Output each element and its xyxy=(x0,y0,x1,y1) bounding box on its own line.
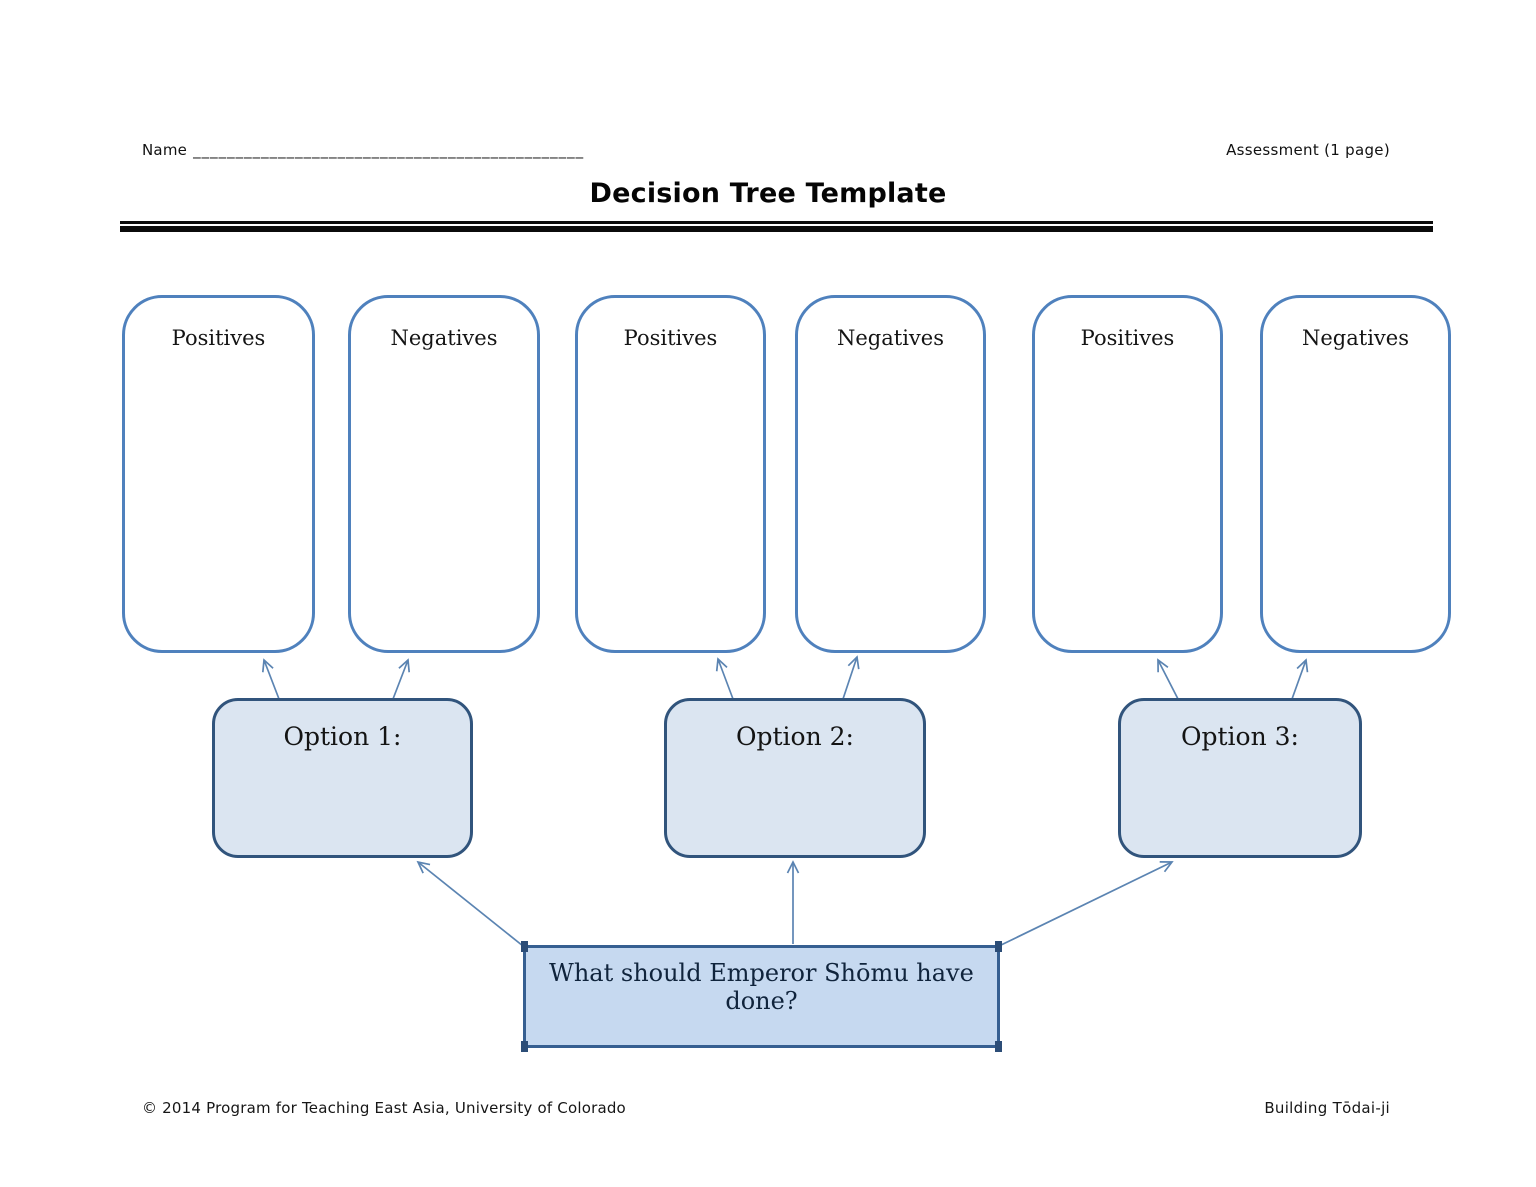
outcome-label: Positives xyxy=(1080,326,1175,350)
outcome-box-option1-positives[interactable]: Positives xyxy=(122,295,315,653)
outcome-label: Negatives xyxy=(837,326,944,350)
question-box[interactable]: What should Emperor Shōmu have done? xyxy=(521,941,1002,1052)
outcome-label: Negatives xyxy=(1302,326,1409,350)
arrow-option1-negatives xyxy=(392,658,411,700)
option-label: Option 3: xyxy=(1181,722,1299,751)
footer-unit-title: Building Tōdai-ji xyxy=(1264,1099,1390,1117)
corner-handle xyxy=(995,1041,1002,1052)
question-label: What should Emperor Shōmu have done? xyxy=(549,959,974,1015)
outcome-label: Negatives xyxy=(390,326,498,350)
title-rule-thick-line xyxy=(120,226,1433,232)
arrow-option3-negatives xyxy=(1291,658,1309,700)
corner-handle xyxy=(521,941,528,952)
page-title: Decision Tree Template xyxy=(589,178,947,209)
option-label: Option 1: xyxy=(283,722,402,751)
name-blank-line[interactable]: ________________________________________… xyxy=(193,141,585,159)
option-label: Option 2: xyxy=(736,722,854,751)
arrow-option1-positives xyxy=(261,658,280,700)
outcome-box-option2-negatives[interactable]: Negatives xyxy=(795,295,986,653)
assessment-note: Assessment (1 page) xyxy=(1226,141,1390,159)
name-field[interactable]: Name ____________________________________… xyxy=(142,141,584,159)
arrow-question-option3 xyxy=(998,861,1174,947)
outcome-label: Positives xyxy=(171,326,266,350)
title-rule-thin-line xyxy=(120,221,1433,224)
arrow-option3-positives xyxy=(1157,658,1179,700)
outcome-label: Positives xyxy=(623,326,718,350)
footer-copyright: © 2014 Program for Teaching East Asia, U… xyxy=(142,1099,626,1117)
outcome-box-option2-positives[interactable]: Positives xyxy=(575,295,766,653)
title-rule xyxy=(120,221,1433,232)
option-box-1[interactable]: Option 1: xyxy=(212,698,473,858)
arrow-option2-positives xyxy=(715,657,734,700)
corner-handle xyxy=(521,1041,528,1052)
outcome-box-option1-negatives[interactable]: Negatives xyxy=(348,295,540,653)
corner-handle xyxy=(995,941,1002,952)
outcome-box-option3-negatives[interactable]: Negatives xyxy=(1260,295,1451,653)
arrow-option2-negatives xyxy=(842,655,860,700)
arrow-question-option1 xyxy=(416,860,524,947)
option-box-3[interactable]: Option 3: xyxy=(1118,698,1362,858)
option-box-2[interactable]: Option 2: xyxy=(664,698,926,858)
outcome-box-option3-positives[interactable]: Positives xyxy=(1032,295,1223,653)
name-label: Name xyxy=(142,141,188,159)
